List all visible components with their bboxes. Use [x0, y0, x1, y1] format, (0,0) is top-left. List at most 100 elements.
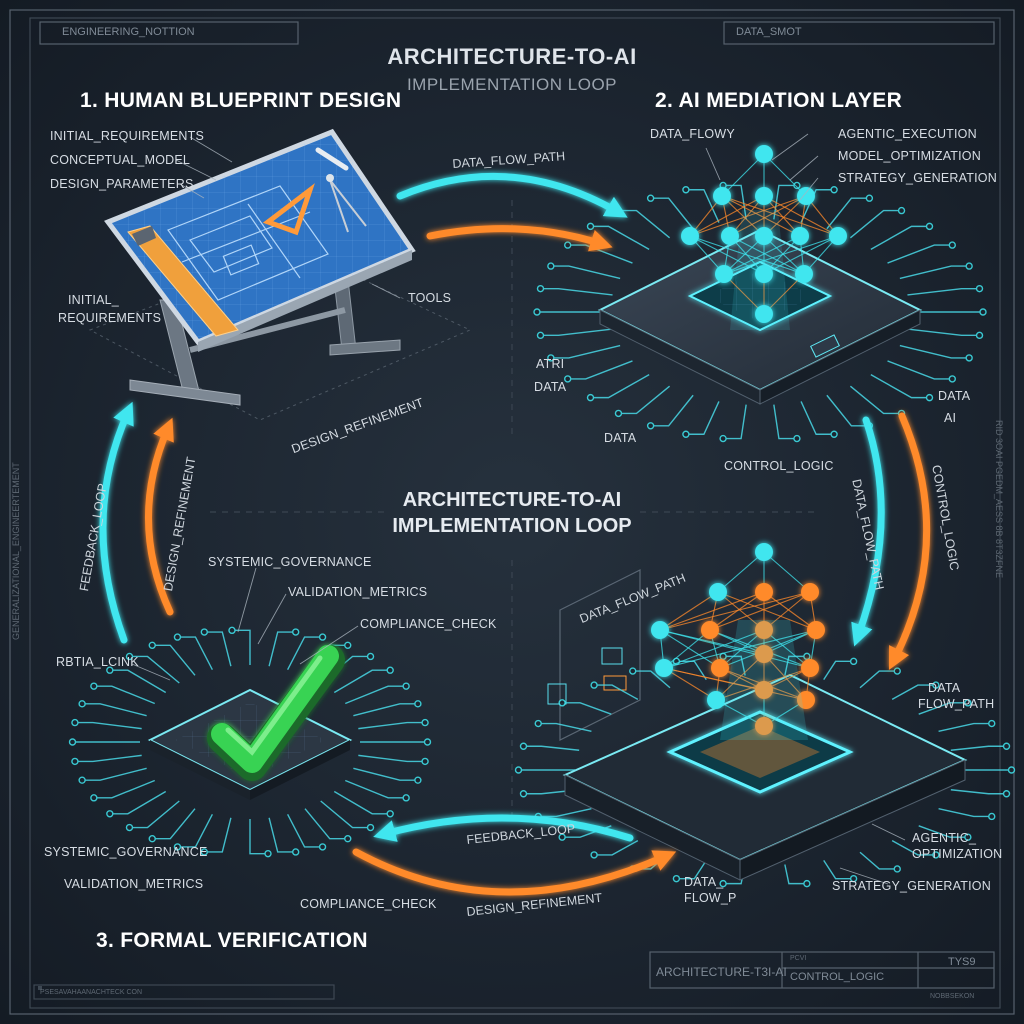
drafting-table — [88, 128, 472, 421]
chip-br-pad — [519, 742, 528, 750]
net-bottom-edge — [663, 629, 711, 669]
chip-bl-trace — [358, 754, 426, 763]
chip-br-trace — [950, 789, 1007, 795]
net-top-edge — [689, 195, 765, 237]
blueprint-label-2: CONCEPTUAL_MODEL — [50, 153, 191, 167]
net-bottom-edge — [715, 653, 765, 701]
net-bottom-edge — [717, 591, 765, 631]
net-bottom-node — [701, 621, 719, 639]
net-bottom-node — [755, 621, 773, 639]
net-top-edge — [729, 195, 807, 237]
chip-tr-pad — [925, 222, 934, 231]
implementation-strategy-label: STRATEGY_GENERATION — [832, 879, 991, 893]
chip-br-pad — [1002, 742, 1011, 750]
chip-tr-pad — [682, 186, 690, 194]
net-top-node — [715, 265, 733, 283]
chip-bl-pad — [90, 794, 98, 802]
chip-bl-trace — [345, 685, 407, 705]
chip-tr-trace — [567, 244, 633, 264]
chip-tr-trace — [800, 401, 835, 435]
chip-tr-trace — [773, 404, 797, 440]
chip-tr-pad — [975, 331, 984, 340]
net-bottom-node — [707, 691, 725, 709]
verification-bottom-label-3: COMPLIANCE_CHECK — [300, 897, 437, 911]
frame-fine-print-left: PSESAVAHAANACHTECK CON — [40, 989, 143, 996]
net-bottom-node — [709, 583, 727, 601]
frame-vertical-left: GENERALIZATIONAL_ENGINEERTEMENT — [11, 462, 21, 640]
net-top-edge — [729, 235, 805, 275]
chip-tr-pad — [965, 262, 973, 270]
chip-tr-pad — [682, 430, 690, 438]
mediation-data-b: DATA — [604, 431, 637, 445]
chip-bl-trace — [93, 685, 155, 705]
chip-bl-trace — [358, 721, 426, 730]
chip-bl-trace — [129, 655, 180, 684]
chip-tr-pad — [536, 331, 545, 340]
chip-br-pad — [558, 833, 566, 841]
net-bottom-edge — [663, 629, 765, 669]
chip-bl-pad — [125, 823, 134, 832]
chip-tr-trace — [849, 385, 902, 415]
chip-tr-pad — [614, 409, 623, 418]
mediation-label-1: AGENTIC_EXECUTION — [838, 127, 977, 141]
chip-br-trace — [823, 859, 854, 880]
verification-top-label-2: VALIDATION_METRICS — [288, 585, 428, 599]
chip-bl-trace — [177, 636, 213, 670]
frame-cell-1: PCVI — [790, 955, 807, 962]
chip-br-trace — [594, 839, 639, 856]
chip-tr-trace — [723, 404, 747, 440]
loop-arrows — [99, 172, 931, 896]
implementation-data-line1: DATA — [928, 681, 961, 695]
net-top-node — [755, 227, 773, 245]
net-top-edge — [721, 195, 765, 237]
chip-br-pad — [988, 719, 996, 728]
page-subtitle: IMPLEMENTATION LOOP — [406, 75, 618, 94]
implementation-agentic-line1: AGENTIC_ — [912, 831, 977, 845]
net-bottom-edge — [659, 591, 811, 631]
chip-br-trace — [950, 745, 1007, 751]
chip-bl-pad — [173, 843, 182, 851]
chip-bl-trace — [353, 767, 418, 781]
chip-bl-trace — [109, 790, 167, 815]
chip-br-trace — [538, 807, 592, 818]
chip-br-pad — [534, 719, 542, 728]
chip-br-trace — [918, 825, 968, 838]
chip-tr-pad — [719, 434, 727, 443]
net-bottom-node — [801, 659, 819, 677]
chip-bl-pad — [291, 848, 300, 856]
chip-tr-pad — [925, 393, 934, 402]
center-title-line1: ARCHITECTURE-TO-AI — [402, 489, 622, 511]
chip-br-trace — [562, 702, 612, 715]
implementation-data-line2: FLOW_PATH — [918, 697, 995, 711]
chip-tr-trace — [590, 374, 650, 399]
chip-tr-trace — [899, 265, 970, 280]
chip-br-trace — [938, 807, 992, 818]
implementation-chip — [514, 569, 1016, 888]
chip-tr-trace — [650, 394, 694, 427]
chip-bl-trace — [249, 819, 268, 855]
chip-tr-trace — [550, 265, 621, 280]
chip-bl-trace — [353, 703, 418, 717]
chip-bl-pad — [386, 666, 394, 674]
implementation-dataflow-line1: DATA_ — [684, 875, 724, 889]
chip-br-pad — [932, 681, 940, 689]
frame-fine-print-right: NOBBSEKON — [930, 993, 975, 1000]
chip-tr-pad — [646, 194, 655, 202]
chip-bl-pad — [106, 810, 114, 818]
chip-bl-pad — [318, 633, 327, 641]
net-top-edge — [763, 273, 805, 315]
chip-bl-trace — [268, 817, 296, 853]
chip-br-pad — [849, 874, 858, 883]
chip-br-pad — [514, 766, 523, 774]
chip-tr-pad — [793, 181, 801, 190]
mediation-data-right: DATA — [938, 389, 971, 403]
chip-tr-trace — [907, 328, 980, 337]
chip-bl-pad — [68, 738, 77, 746]
net-bottom-edge — [763, 629, 811, 669]
leader-lines — [131, 133, 906, 885]
net-bottom-node — [755, 543, 773, 561]
chip-tr-trace — [887, 360, 953, 380]
chip-tr-pad — [865, 194, 874, 202]
